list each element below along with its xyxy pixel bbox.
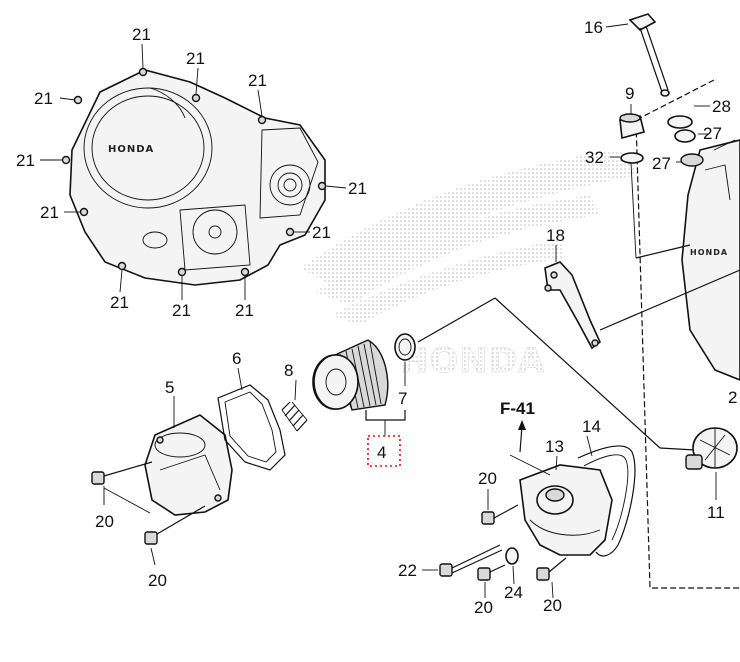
bolt-20[interactable]: [91, 461, 153, 485]
callout-20: 20: [478, 469, 497, 488]
oil-filler-cap[interactable]: [619, 113, 645, 140]
leaders-21: [40, 43, 347, 300]
callout-20: 20: [543, 596, 562, 615]
bracket-18[interactable]: [544, 261, 601, 350]
water-pump-impeller[interactable]: [685, 427, 738, 470]
callout-20: 20: [148, 571, 167, 590]
callout-27: 27: [652, 154, 671, 173]
filter-cover-gasket[interactable]: [217, 384, 286, 471]
callout-21: 21: [34, 89, 53, 108]
reference-arrow: [519, 425, 523, 453]
bolt-22[interactable]: [439, 544, 503, 577]
honda-wing-watermark: HONDA: [300, 150, 640, 381]
pump-gasket[interactable]: [577, 445, 636, 557]
callout-20: 20: [474, 598, 493, 617]
bolt-20[interactable]: [481, 504, 519, 525]
watermark-text: HONDA: [400, 341, 545, 381]
callout-7: 7: [398, 389, 407, 408]
callout-21: 21: [248, 71, 267, 90]
bolt-20[interactable]: [477, 564, 506, 581]
pump-logo: HONDA: [690, 248, 728, 257]
callout-21: 21: [312, 223, 331, 242]
right-crankcase-cover[interactable]: HONDA: [61, 67, 327, 286]
callout-21: 21: [186, 49, 205, 68]
callout-24: 24: [504, 583, 523, 602]
reference-label: F-41: [500, 399, 535, 418]
callout-27: 27: [703, 124, 722, 143]
callout-21: 21: [235, 301, 254, 320]
callout-13: 13: [545, 437, 564, 456]
callout-20: 20: [95, 512, 114, 531]
oil-filter-element[interactable]: [312, 339, 389, 411]
callout-21: 21: [172, 301, 191, 320]
cover-logo: HONDA: [108, 144, 154, 155]
callout-22: 22: [398, 561, 417, 580]
callout-2: 2: [728, 388, 737, 407]
assembly-lines: [417, 244, 740, 451]
oil-filter-cover[interactable]: [144, 414, 233, 516]
water-pump-cover[interactable]: [519, 464, 613, 556]
callout-32: 32: [585, 148, 604, 167]
left-crankcase-section[interactable]: HONDA: [681, 139, 740, 381]
filter-o-ring[interactable]: [394, 333, 416, 361]
washer-24[interactable]: [505, 547, 519, 565]
callout-8: 8: [284, 361, 293, 380]
callouts-21: 21 21 21 21 21 21 21 21 21 21 21: [16, 25, 367, 320]
filter-spring[interactable]: [281, 401, 308, 432]
callout-14: 14: [582, 417, 601, 436]
bolt-20[interactable]: [144, 505, 206, 545]
callout-4: 4: [377, 443, 386, 462]
dipstick[interactable]: [628, 13, 670, 97]
callout-16: 16: [584, 18, 603, 37]
highlight-box: [367, 435, 401, 467]
set-bracket: [365, 410, 406, 421]
callout-18: 18: [546, 226, 565, 245]
callout-21: 21: [110, 293, 129, 312]
o-rings[interactable]: [667, 115, 704, 167]
sealing-washer[interactable]: [620, 152, 644, 164]
callout-5: 5: [165, 378, 174, 397]
callout-9: 9: [625, 84, 634, 103]
callout-11: 11: [707, 503, 725, 522]
callout-21: 21: [132, 25, 151, 44]
bolt-20[interactable]: [536, 557, 567, 581]
callout-28: 28: [712, 97, 731, 116]
callout-21: 21: [348, 179, 367, 198]
callout-6: 6: [232, 349, 241, 368]
callout-21: 21: [16, 151, 35, 170]
callout-21: 21: [40, 203, 59, 222]
